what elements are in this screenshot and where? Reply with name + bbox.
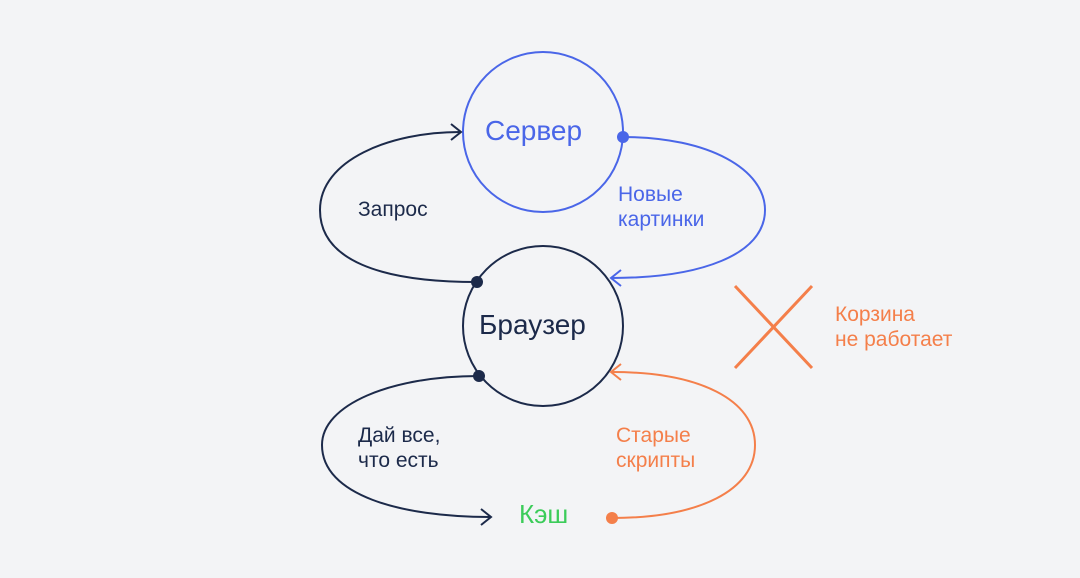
request-edge	[318, 123, 483, 288]
browser-node-label: Браузер	[479, 309, 586, 340]
edge-start-dot	[471, 276, 483, 288]
server-node-label: Сервер	[485, 115, 583, 146]
arrow-head-icon	[450, 123, 463, 141]
give-all-edge	[320, 370, 493, 526]
cache-node-label: Кэш	[519, 499, 569, 529]
cross-icon	[733, 284, 814, 370]
edge-start-dot	[617, 131, 629, 143]
new-images-edge-label: Новые картинки	[618, 183, 705, 232]
give-all-edge-label: Дай все, что есть	[358, 424, 441, 473]
arrow-head-icon	[480, 508, 493, 526]
request-edge-label: Запрос	[358, 198, 428, 221]
cart-broken-annotation: Корзина не работает	[835, 303, 953, 352]
old-scripts-edge	[606, 363, 757, 524]
edge-start-dot	[606, 512, 618, 524]
new-images-edge	[609, 131, 767, 287]
arrow-head-icon	[609, 269, 622, 287]
edge-start-dot	[473, 370, 485, 382]
browser-node-circle	[462, 245, 624, 407]
arrow-head-icon	[609, 363, 622, 381]
old-scripts-edge-label: Старые скрипты	[616, 424, 696, 473]
